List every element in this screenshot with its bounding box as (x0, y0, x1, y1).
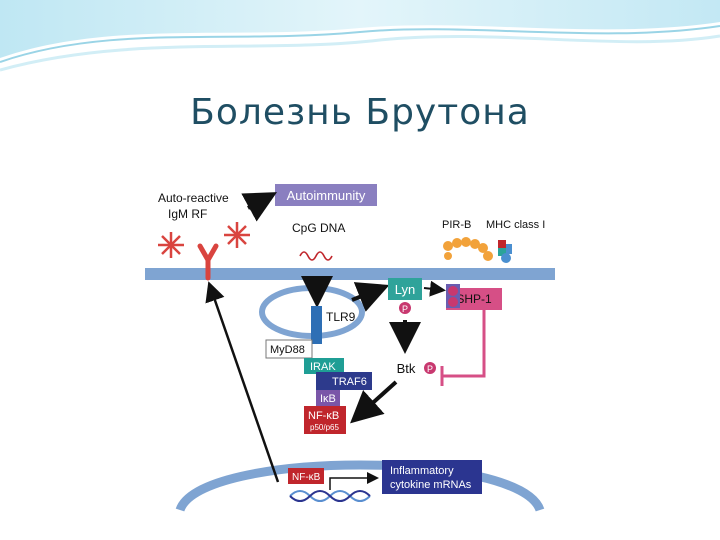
cell-membrane (145, 268, 555, 280)
nfkb-box (304, 406, 346, 434)
btk-label: Btk (397, 361, 416, 376)
irak-box (304, 358, 344, 374)
irak-label: IRAK (310, 361, 336, 373)
nfkb-nuclear-box (288, 468, 324, 484)
cpg-dna-strand-icon (299, 251, 333, 261)
lyn-label: Lyn (395, 282, 415, 297)
signaling-pathway-diagram: Auto-reactive IgM RF Autoimmunity CpG DN… (145, 184, 555, 513)
btk-phospho-icon (424, 362, 436, 374)
pir-b-domains-icon (443, 237, 493, 261)
lyn-to-pir-b-arrow (423, 280, 446, 297)
traf6-box (316, 372, 372, 390)
nucleus-membrane (175, 460, 545, 513)
igm-complex-left-icon (158, 232, 184, 258)
pir-b-label: PIR-B (442, 219, 471, 231)
inflammatory-label: Inflammatory (390, 465, 454, 477)
shp1-phospho-top-icon (448, 286, 458, 296)
ikb-box (316, 390, 340, 406)
lyn-phospho-label: P (402, 304, 408, 314)
inflammatory-box (382, 460, 482, 494)
autoimmunity-label: Autoimmunity (287, 188, 366, 203)
shp1-inhibits-btk-line (442, 310, 486, 378)
mhc-class-i-icon (498, 240, 512, 263)
nfkb-label: NF-κB (308, 410, 339, 422)
autoimmunity-box (275, 184, 377, 206)
igm-complex-right-icon (224, 222, 250, 248)
mhc-class-i-label: MHC class I (486, 219, 545, 231)
ikb-label: IκB (320, 393, 336, 405)
slide-title: Болезнь Брутона (190, 92, 530, 133)
shp1-label: SHP-1 (456, 292, 492, 306)
transcription-arrow (329, 472, 379, 490)
tlr9-to-lyn-arrow (351, 282, 390, 312)
tlr9-label: TLR9 (326, 310, 356, 324)
dna-helix-icon-strand (289, 490, 371, 502)
cytokine-mrnas-label: cytokine mRNAs (390, 479, 472, 491)
btk-phospho-label: P (427, 364, 433, 374)
cpg-dna-label: CpG DNA (292, 221, 345, 235)
nucleus-to-igm-arrow (205, 281, 280, 483)
nfkb-nuclear-label: NF-κB (292, 472, 321, 483)
btk-to-nfkb-arrow (350, 380, 398, 424)
p50-p65-label: p50/p65 (310, 423, 339, 432)
lyn-phospho-icon (399, 302, 411, 314)
igm-to-autoimmunity-arrow (241, 192, 278, 222)
tlr9-receptor (311, 306, 322, 344)
header-banner (0, 0, 720, 90)
lyn-box (388, 278, 422, 300)
igm-rf-label: IgM RF (168, 207, 207, 221)
myd88-box (265, 339, 313, 359)
auto-reactive-label: Auto-reactive (158, 191, 229, 205)
shp1-phospho-bottom-icon (448, 297, 458, 307)
bcr-antibody-icon (197, 243, 219, 281)
myd88-label: MyD88 (270, 344, 305, 356)
btk-box (390, 358, 422, 378)
traf6-label: TRAF6 (332, 376, 367, 388)
